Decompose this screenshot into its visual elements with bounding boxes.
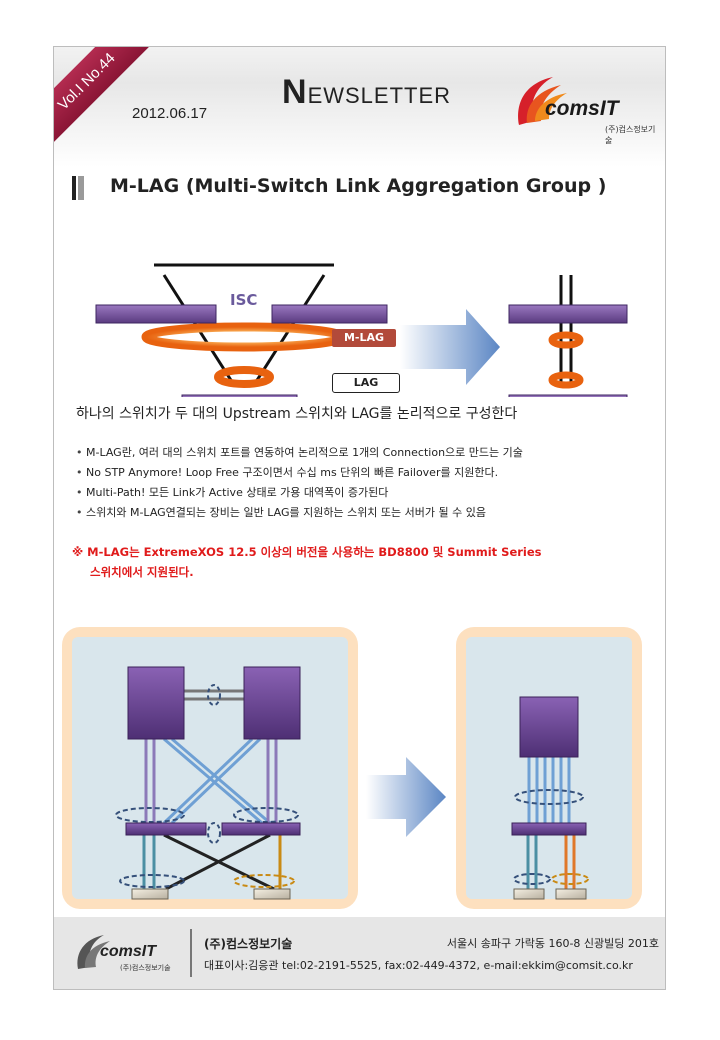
topology-graphic xyxy=(62,627,642,909)
newsletter-page: Vol.I No.44 2012.06.17 NEWSLETTER comsIT… xyxy=(53,46,666,990)
switch-icon xyxy=(271,304,388,324)
server-icon xyxy=(131,888,169,900)
title-bar-dark xyxy=(72,176,76,200)
logo-text: comsIT xyxy=(545,97,619,120)
bullet-item: No STP Anymore! Loop Free 구조이면서 수십 ms 단위… xyxy=(76,463,523,483)
mlag-ring-icon xyxy=(141,322,347,352)
core-switch-icon xyxy=(519,696,579,758)
bullet-list: M-LAG란, 여러 대의 스위치 포트를 연동하여 논리적으로 1개의 Con… xyxy=(76,443,523,523)
bullet-item: M-LAG란, 여러 대의 스위치 포트를 연동하여 논리적으로 1개의 Con… xyxy=(76,443,523,463)
note-line-2: 스위치에서 지원된다. xyxy=(90,565,194,579)
mlag-tag: M-LAG xyxy=(332,329,396,347)
header: Vol.I No.44 2012.06.17 NEWSLETTER comsIT… xyxy=(54,47,665,167)
company-logo: comsIT (주)컴스정보기술 xyxy=(509,69,659,145)
access-switch-icon xyxy=(125,822,207,836)
switch-icon xyxy=(95,304,217,324)
switch-icon xyxy=(508,304,628,324)
lag-tag: LAG xyxy=(332,373,400,393)
right-panel xyxy=(466,637,632,899)
footer-address: 서울시 송파구 가락동 160-8 신광빌딩 201호 xyxy=(446,937,659,950)
footer-logo-text: comsIT xyxy=(100,943,157,960)
footer-company: (주)컴스정보기술 xyxy=(204,937,293,951)
newsletter-title: NEWSLETTER xyxy=(282,73,451,112)
arrow-right-icon xyxy=(366,757,446,837)
switch-icon xyxy=(508,394,628,414)
access-switch-icon xyxy=(511,822,587,836)
topology-diagram xyxy=(54,627,665,917)
left-panel xyxy=(72,637,348,899)
title-bar-gray xyxy=(78,176,84,200)
server-icon xyxy=(513,888,545,900)
footer-contact: 대표이사:김응관 tel:02-2191-5525, fax:02-449-43… xyxy=(204,959,633,972)
title-rest: EWSLETTER xyxy=(307,83,452,108)
logo-swoosh-icon xyxy=(77,935,110,969)
arrow-right-icon xyxy=(400,309,500,385)
title-initial: N xyxy=(282,73,308,111)
logo-swoosh-icon xyxy=(518,77,567,125)
isc-label: ISC xyxy=(230,291,258,309)
footer: comsIT (주)컴스정보기술 (주)컴스정보기술 서울시 송파구 가락동 1… xyxy=(54,917,665,989)
footer-logo: comsIT (주)컴스정보기술 xyxy=(72,929,182,975)
mlag-diagram-graphic xyxy=(95,263,628,414)
mlag-diagram: ISC M-LAG LAG xyxy=(54,217,665,414)
server-icon xyxy=(555,888,587,900)
section-title-text: M-LAG (Multi-Switch Link Aggregation Gro… xyxy=(110,175,607,197)
footer-separator xyxy=(190,929,192,977)
support-note: ※ M-LAG는 ExtremeXOS 12.5 이상의 버전을 사용하는 BD… xyxy=(72,542,542,582)
note-line-1: ※ M-LAG는 ExtremeXOS 12.5 이상의 버전을 사용하는 BD… xyxy=(72,545,542,559)
logo-subtext: (주)컴스정보기술 xyxy=(605,125,656,145)
core-switch-icon xyxy=(127,666,185,740)
access-switch-icon xyxy=(221,822,301,836)
footer-logo-subtext: (주)컴스정보기술 xyxy=(120,964,171,972)
lead-sentence: 하나의 스위치가 두 대의 Upstream 스위치와 LAG를 논리적으로 구… xyxy=(76,406,518,422)
issue-date: 2012.06.17 xyxy=(132,105,208,122)
server-icon xyxy=(253,888,291,900)
core-switch-icon xyxy=(243,666,301,740)
switch-icon xyxy=(181,394,298,414)
bullet-item: Multi-Path! 모든 Link가 Active 상태로 가용 대역폭이 … xyxy=(76,483,523,503)
lag-ring-icon xyxy=(214,366,274,388)
bullet-item: 스위치와 M-LAG연결되는 장비는 일반 LAG를 지원하는 스위치 또는 서… xyxy=(76,503,523,523)
